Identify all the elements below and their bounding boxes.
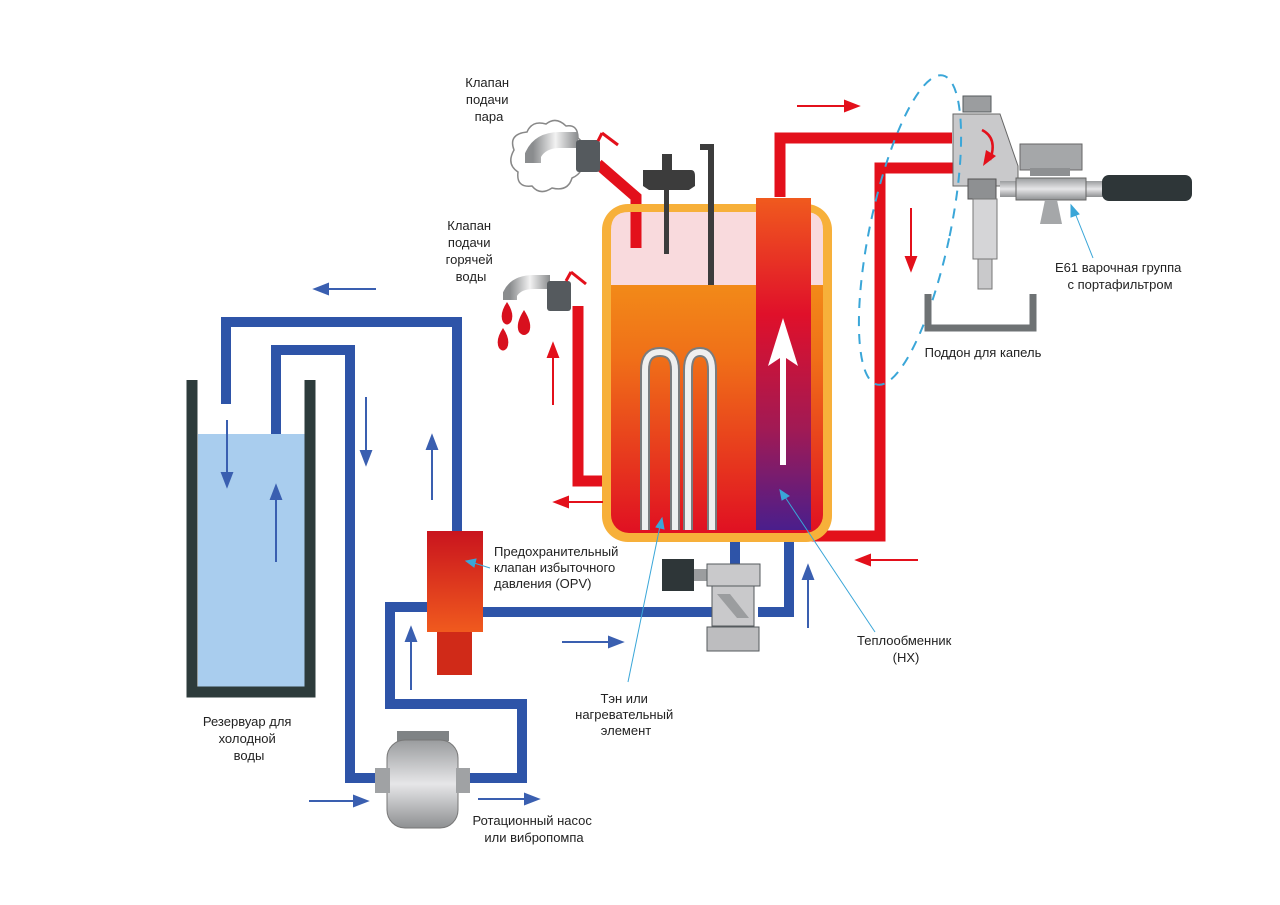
e61-group-head bbox=[952, 95, 1192, 290]
cold-flow-arrows bbox=[220, 282, 815, 808]
steam-valve-label: Клапан подачи пара bbox=[465, 75, 512, 124]
hot-flow-arrows bbox=[546, 99, 918, 567]
reservoir-label: Резервуар для холодной воды bbox=[203, 714, 295, 763]
heat-exchanger-label: Теплообменник (HX) bbox=[857, 633, 955, 665]
steam-cloud-icon bbox=[510, 119, 585, 193]
cold-water-reservoir bbox=[186, 380, 316, 698]
valve-to-hx-pipe bbox=[758, 535, 794, 617]
group-highlight-ring bbox=[857, 74, 963, 386]
drip-tray bbox=[924, 294, 1037, 332]
pump-outlet-pipe bbox=[385, 602, 527, 783]
steam-wand-body bbox=[576, 140, 600, 172]
steam-valve bbox=[510, 119, 619, 193]
opv-valve bbox=[427, 531, 483, 675]
reservoir-water bbox=[198, 434, 306, 688]
hot-water-spout bbox=[503, 275, 550, 300]
pump-label: Ротационный насос или вибропомпа bbox=[472, 813, 595, 845]
hx-flow-arrow bbox=[768, 318, 798, 465]
water-drops-icon bbox=[497, 302, 531, 351]
intake-pipe bbox=[271, 345, 380, 783]
steam-wand bbox=[525, 132, 578, 163]
group-label: E61 варочная группа с портафильтром bbox=[1055, 260, 1185, 292]
reservoir-wall bbox=[186, 380, 316, 698]
hx-outlet-pipe bbox=[774, 132, 952, 197]
vacuum-breaker bbox=[700, 144, 714, 285]
pump bbox=[375, 731, 470, 829]
opv-label: Предохранительный клапан избыточного дав… bbox=[494, 544, 622, 591]
leader-lines bbox=[464, 203, 1094, 683]
valve-handle-icon bbox=[564, 270, 587, 286]
drip-tray-label: Поддон для капель bbox=[925, 345, 1042, 360]
boiler bbox=[602, 198, 832, 542]
group-return-pipe bbox=[806, 162, 957, 542]
hot-water-valve-label: Клапан подачи горячей воды bbox=[446, 218, 497, 284]
hot-water-valve bbox=[497, 270, 587, 351]
valve-handle-icon bbox=[596, 131, 619, 147]
pressure-switch-icon bbox=[643, 154, 695, 254]
heating-element-label: Тэн или нагревательный элемент bbox=[575, 691, 677, 738]
return-pipe bbox=[221, 317, 462, 533]
hot-water-valve-body bbox=[547, 281, 571, 311]
heating-element bbox=[640, 346, 717, 530]
fill-valve bbox=[662, 559, 761, 652]
